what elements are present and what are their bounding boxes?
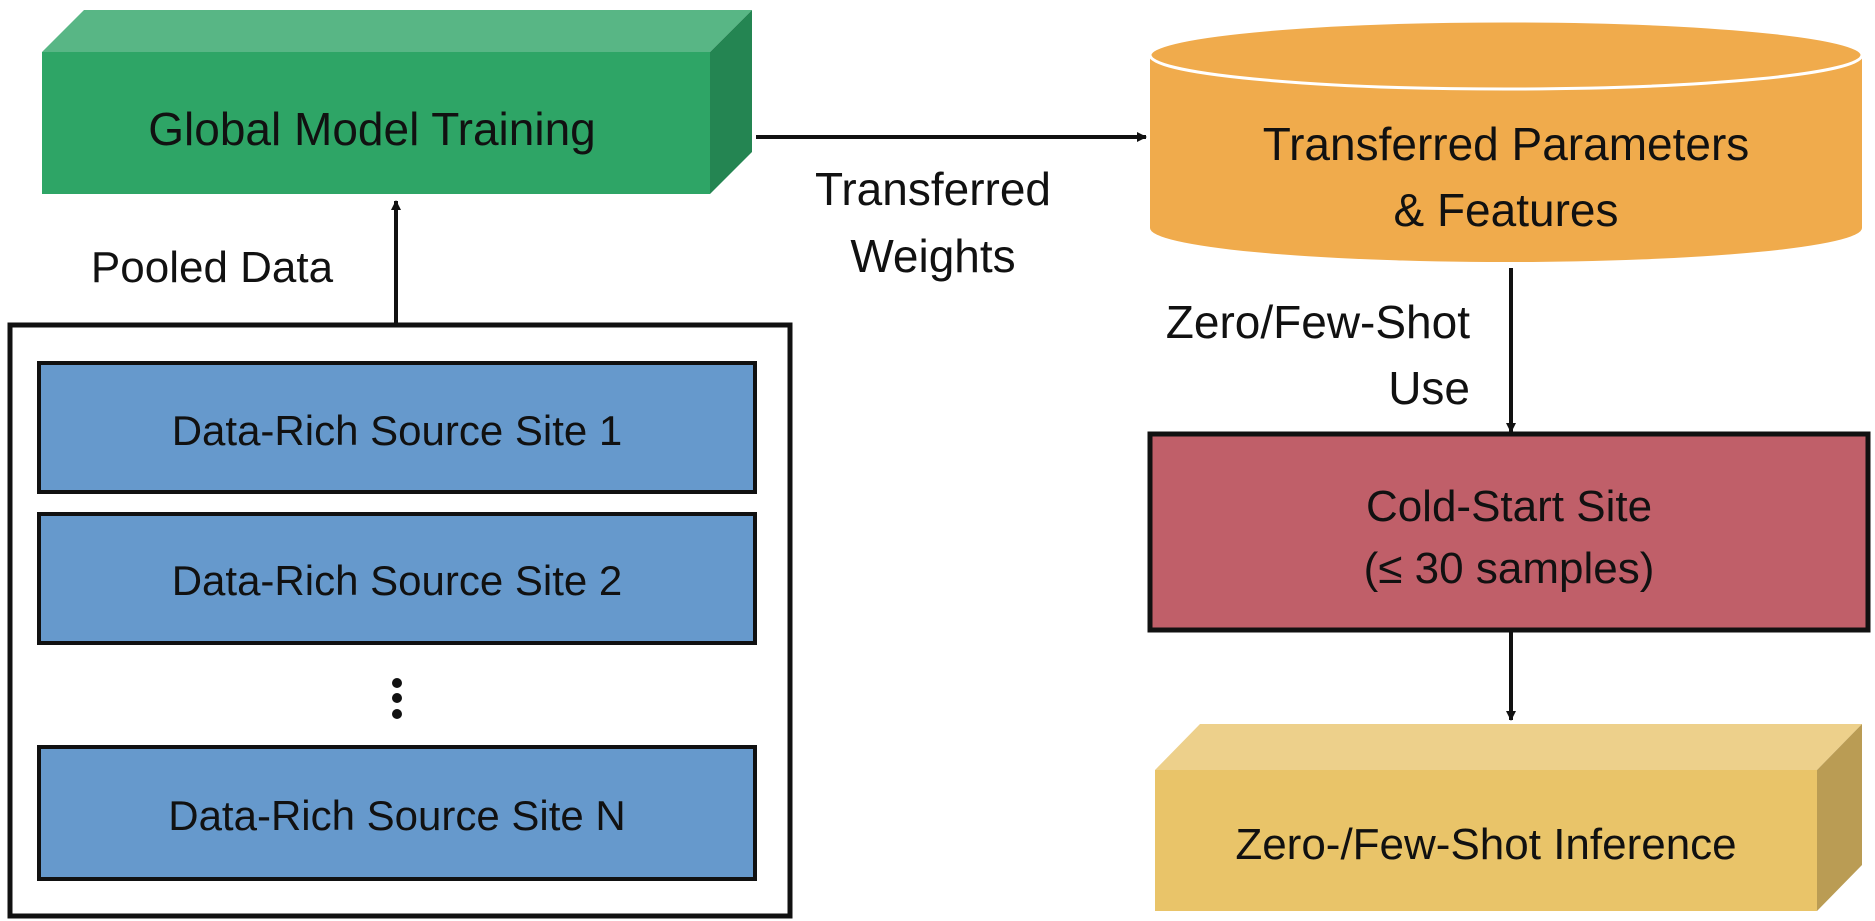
source-site-n: Data-Rich Source Site N: [37, 745, 757, 881]
source-site-n-box: [37, 745, 757, 881]
transferred-weights-label-line1: Transferred: [815, 163, 1051, 215]
cold-start-site-label-line1: Cold-Start Site: [1366, 482, 1652, 531]
global-box-top-face: [42, 10, 752, 52]
cylinder-body: [1150, 55, 1862, 262]
cylinder-top: [1148, 19, 1864, 91]
global-model-training-box: Global Model Training: [42, 10, 752, 194]
source-site-2-label: Data-Rich Source Site 2: [172, 557, 623, 604]
zero-few-shot-inference-label: Zero-/Few-Shot Inference: [1235, 820, 1736, 869]
vertical-ellipsis-icon: [392, 678, 402, 719]
pooled-data-label: Pooled Data: [91, 243, 334, 292]
cold-start-site-label-line2: (≤ 30 samples): [1364, 544, 1655, 593]
cold-start-site-box: Cold-Start Site (≤ 30 samples): [1147, 431, 1871, 633]
inference-box-front-face: [1155, 770, 1817, 911]
source-site-1-label: Data-Rich Source Site 1: [172, 407, 623, 454]
inference-box-side-face: [1817, 724, 1862, 911]
transferred-parameters-label-line1: Transferred Parameters: [1263, 118, 1750, 170]
transferred-parameters-cylinder: Transferred Parameters & Features: [1148, 19, 1864, 262]
global-box-side-face: [710, 10, 752, 194]
source-site-1-box: [37, 361, 757, 494]
source-site-2: Data-Rich Source Site 2: [37, 512, 757, 645]
zero-few-shot-use-label-line1: Zero/Few-Shot: [1166, 296, 1470, 348]
global-model-training-label: Global Model Training: [148, 103, 595, 155]
zero-few-shot-use-label-line2: Use: [1388, 362, 1470, 414]
cold-start-site-rect: [1147, 431, 1871, 633]
zero-few-shot-inference-box: Zero-/Few-Shot Inference: [1155, 724, 1862, 911]
global-box-front-face: [42, 52, 710, 194]
transferred-weights-label-line2: Weights: [850, 230, 1015, 282]
transferred-parameters-label-line2: & Features: [1394, 184, 1619, 236]
source-site-2-box: [37, 512, 757, 645]
inference-box-top-face: [1155, 724, 1862, 770]
source-site-1: Data-Rich Source Site 1: [37, 361, 757, 494]
source-site-n-label: Data-Rich Source Site N: [168, 792, 626, 839]
